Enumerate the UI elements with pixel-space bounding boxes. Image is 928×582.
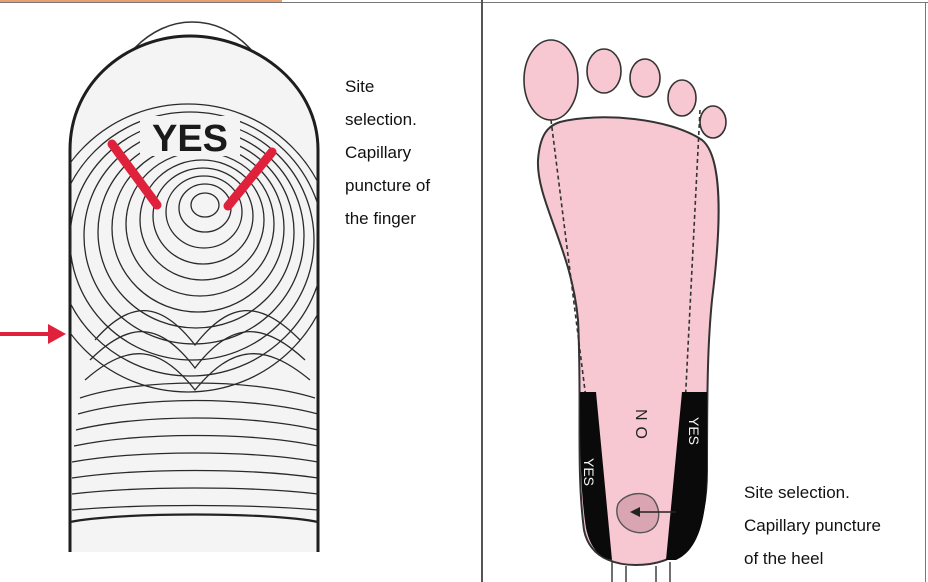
big-toe	[524, 40, 578, 120]
pointer-arrow-icon	[48, 324, 66, 344]
foot-yes-left-label: YES	[581, 458, 597, 486]
finger-caption-line: Capillary	[345, 136, 430, 169]
finger-yes-label: YES	[152, 118, 228, 160]
finger-outline	[70, 36, 318, 552]
finger-caption-line: puncture of	[345, 169, 430, 202]
heel-caption-line: Capillary puncture	[744, 509, 881, 542]
heel-caption-line: Site selection.	[744, 476, 881, 509]
finger-caption-line: the finger	[345, 202, 430, 235]
heel-caption: Site selection. Capillary puncture of th…	[744, 476, 881, 575]
finger-caption: Site selection. Capillary puncture of th…	[345, 70, 430, 235]
foot-illustration: YES YES NO	[524, 40, 726, 582]
second-toe	[587, 49, 621, 93]
foot-yes-right-label: YES	[686, 417, 702, 445]
foot-no-label: NO	[632, 409, 649, 445]
finger-caption-line: selection.	[345, 103, 430, 136]
heel-caption-line: of the heel	[744, 542, 881, 575]
fourth-toe	[668, 80, 696, 116]
finger-illustration: YES	[0, 22, 334, 552]
finger-caption-line: Site	[345, 70, 430, 103]
fifth-toe	[700, 106, 726, 138]
third-toe	[630, 59, 660, 97]
